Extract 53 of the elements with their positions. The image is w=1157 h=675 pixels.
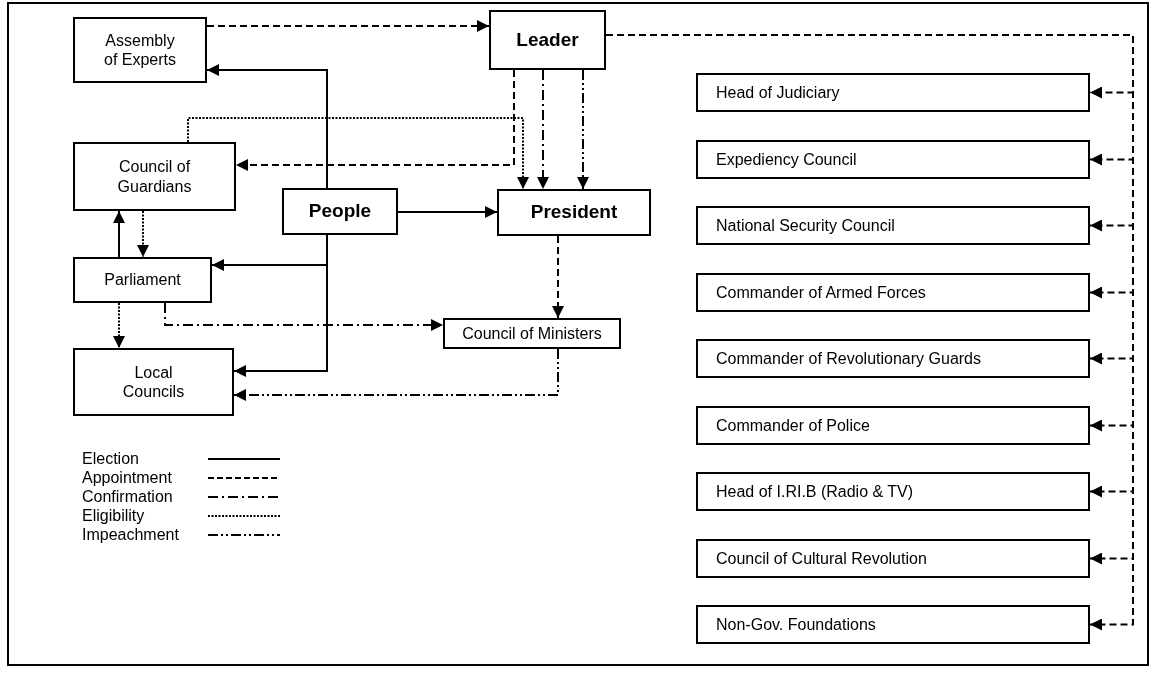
arrow xyxy=(552,235,564,319)
process-box xyxy=(696,539,1090,578)
arrow xyxy=(233,348,559,401)
arrow xyxy=(233,234,328,377)
process-box xyxy=(73,257,212,303)
process-box xyxy=(696,605,1090,644)
arrow xyxy=(164,302,444,331)
process-box xyxy=(696,206,1090,245)
process-box xyxy=(443,318,621,349)
arrow xyxy=(235,69,515,171)
arrow xyxy=(187,117,529,190)
box-label: Head of Judiciary xyxy=(716,82,840,103)
box-label: Council of Cultural Revolution xyxy=(716,548,927,569)
process-box xyxy=(489,10,606,70)
box-label: Non-Gov. Foundations xyxy=(716,614,876,635)
arrow xyxy=(113,210,125,258)
legend-label: Eligibility xyxy=(82,506,145,526)
process-box xyxy=(73,142,236,211)
box-label: Expediency Council xyxy=(716,149,857,170)
process-box xyxy=(696,339,1090,378)
process-box xyxy=(696,273,1090,312)
process-box xyxy=(282,188,398,235)
box-label: Leader xyxy=(516,28,579,52)
legend-label: Confirmation xyxy=(82,487,173,507)
arrow xyxy=(397,206,498,218)
box-label: National Security Council xyxy=(716,215,895,236)
process-box xyxy=(696,472,1090,511)
arrow xyxy=(577,69,589,190)
arrow xyxy=(206,20,490,32)
process-box xyxy=(696,406,1090,445)
process-box xyxy=(696,140,1090,179)
arrow xyxy=(537,69,549,190)
process-box xyxy=(696,73,1090,112)
box-label: Council of Ministers xyxy=(462,323,602,344)
box-label: Assembly of Experts xyxy=(103,30,177,70)
box-label: Council of Guardians xyxy=(116,157,193,196)
legend-label: Election xyxy=(82,449,139,469)
legend-label: Appointment xyxy=(82,468,172,488)
box-label: Parliament xyxy=(104,270,181,290)
box-label: Commander of Revolutionary Guards xyxy=(716,348,981,369)
arrow xyxy=(113,302,125,349)
box-label: Head of I.RI.B (Radio & TV) xyxy=(716,481,914,502)
process-box xyxy=(73,17,207,83)
box-label: Commander of Armed Forces xyxy=(716,282,926,303)
box-label: President xyxy=(530,201,618,224)
box-label: Commander of Police xyxy=(716,415,870,436)
box-label: Local Councils xyxy=(121,362,186,402)
arrow xyxy=(137,210,149,258)
process-box xyxy=(73,348,234,416)
arrow xyxy=(206,64,328,189)
legend-label: Impeachment xyxy=(82,525,179,545)
process-box xyxy=(497,189,651,236)
box-label: People xyxy=(308,200,372,223)
